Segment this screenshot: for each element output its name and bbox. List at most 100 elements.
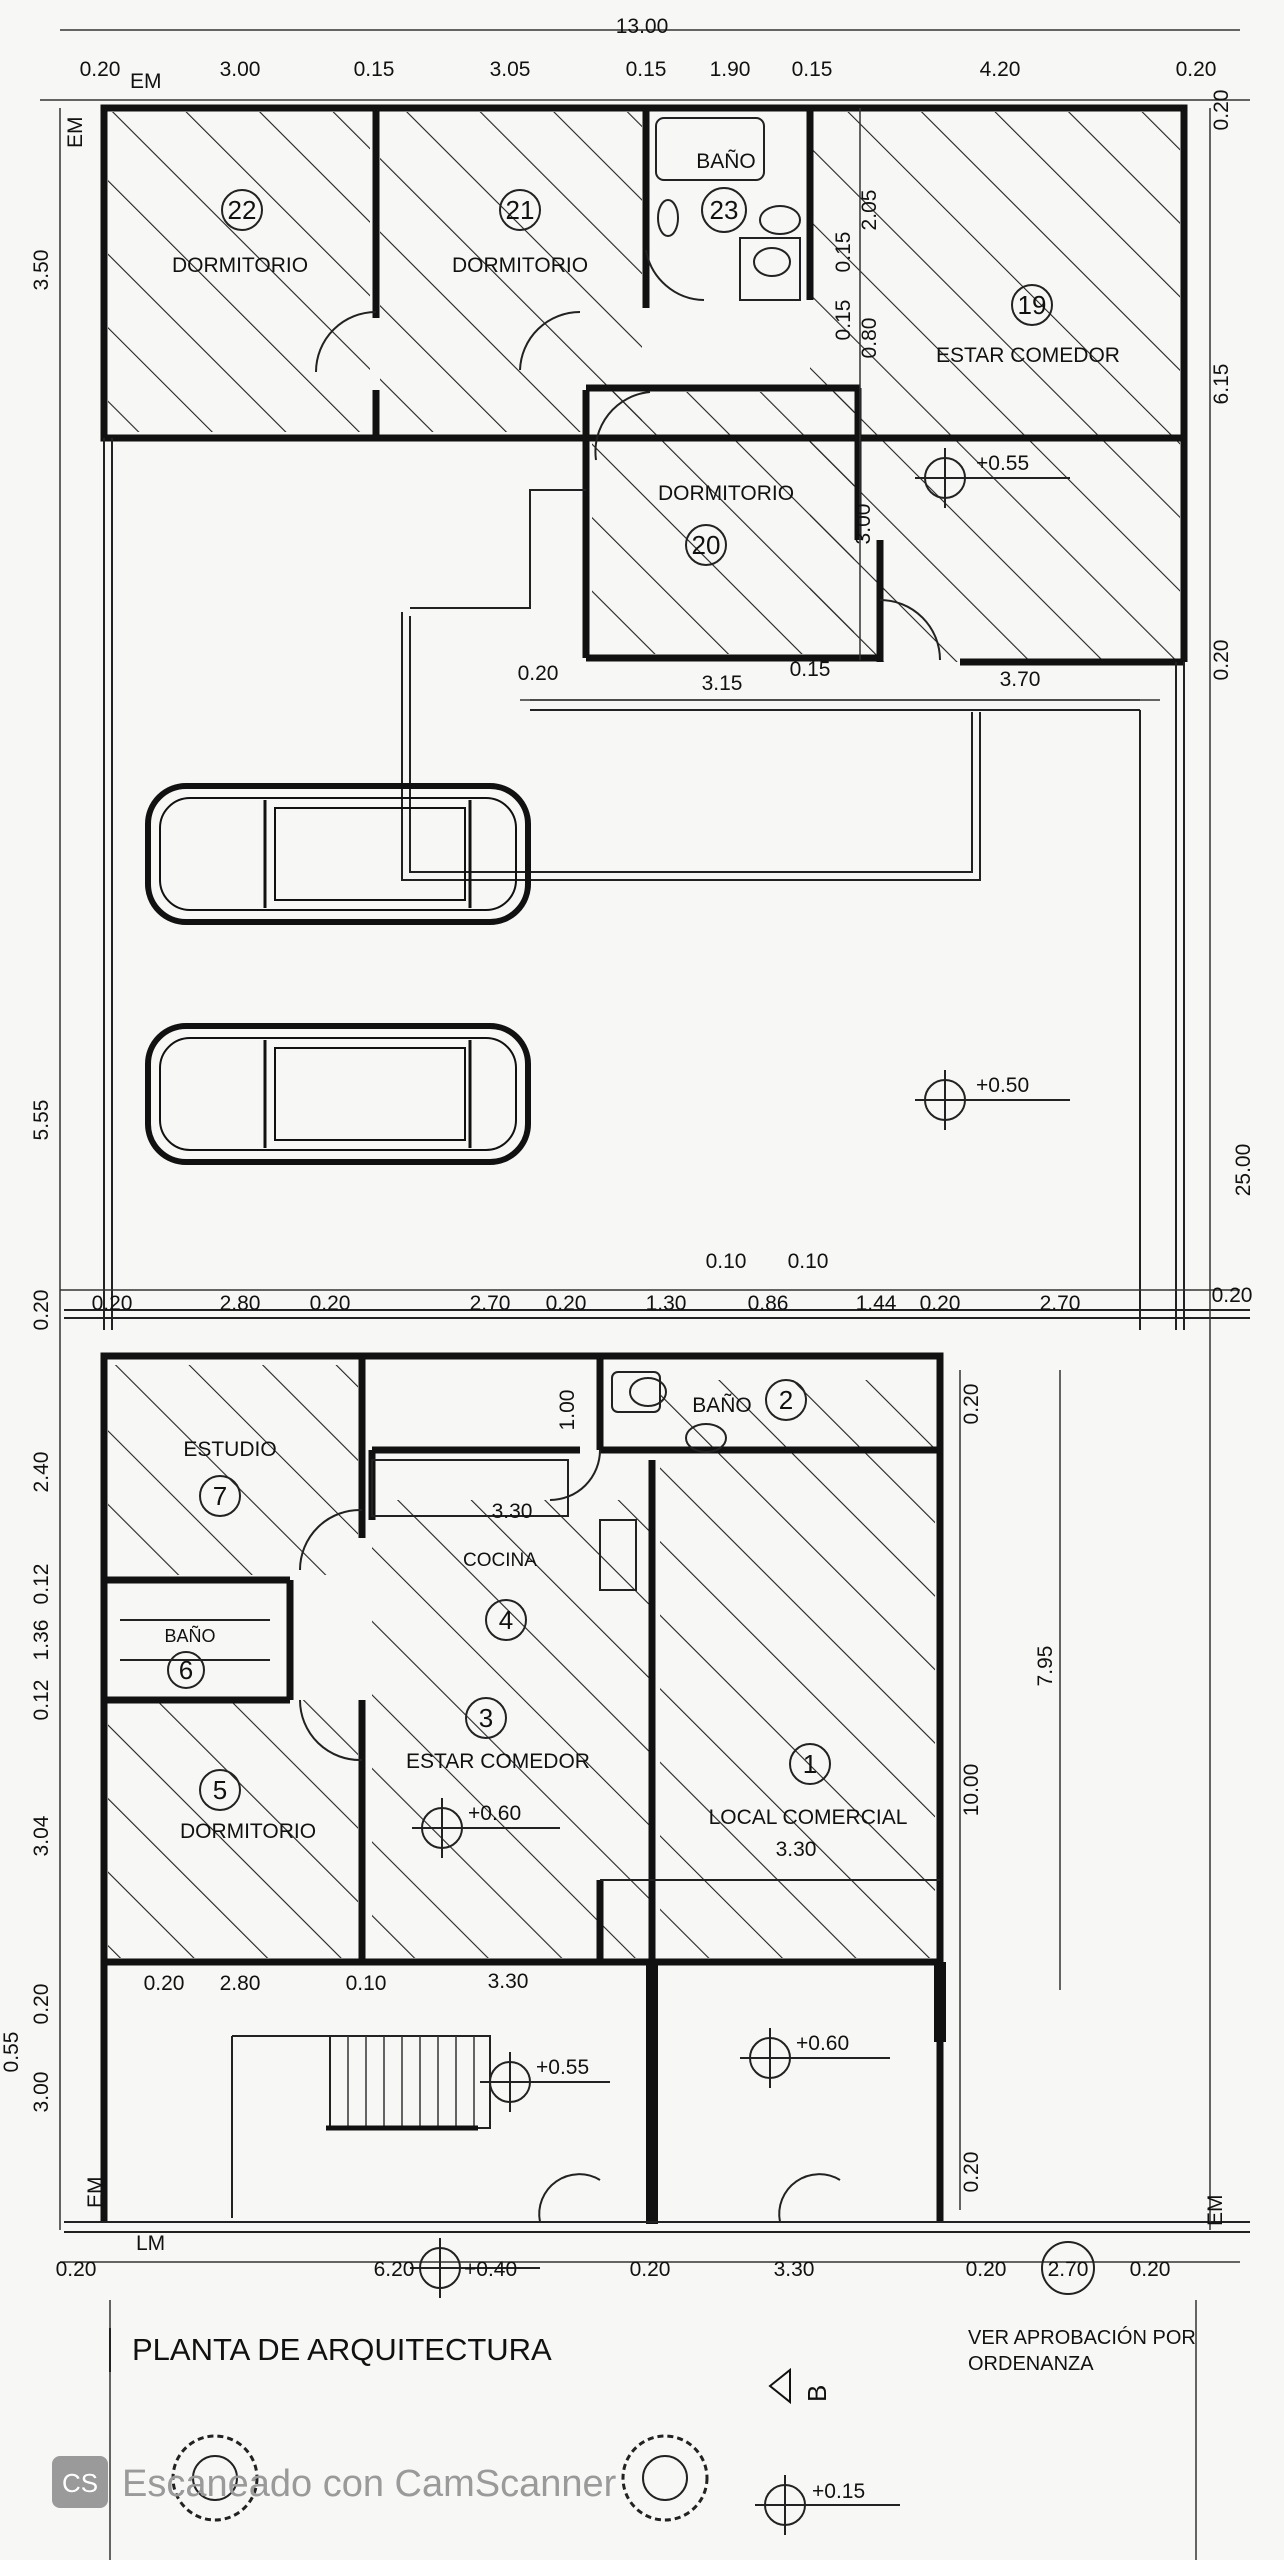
dim-l-330b: 3.30 <box>776 1838 817 1861</box>
dim-l-020r: 0.20 <box>960 1384 983 1425</box>
dim-b2: 2.80 <box>220 1972 261 1995</box>
dim-l-330a: 3.30 <box>492 1500 533 1523</box>
dim-u-015c: 0.15 <box>832 300 855 341</box>
dim-u-020: 0.20 <box>518 662 559 685</box>
level-3: +0.60 <box>468 1802 521 1825</box>
level-garage: +0.50 <box>976 1074 1029 1097</box>
dim-t3: 0.15 <box>354 58 395 81</box>
dim-m6: 1.30 <box>646 1292 687 1315</box>
dim-l-020r2: 0.20 <box>960 2152 983 2193</box>
edge-label-em-bottom-right: EM <box>1204 2195 1227 2227</box>
dim-right-2500: 25.00 <box>1232 1144 1255 1197</box>
level-marker-stair <box>480 2052 610 2112</box>
level-marker-local <box>740 2028 890 2088</box>
level-front: +0.40 <box>464 2258 517 2281</box>
dim-f4: 3.30 <box>774 2258 815 2281</box>
room-21-name: DORMITORIO <box>452 254 588 277</box>
dim-l-100: 1.00 <box>556 1390 579 1431</box>
level-marker-3 <box>412 1798 560 1858</box>
doors-front <box>299 1449 841 2223</box>
dim-left-136: 1.36 <box>30 1620 53 1661</box>
front-porch <box>64 1962 1250 2233</box>
dim-b3: 0.10 <box>346 1972 387 1995</box>
room-23-number: 23 <box>710 195 739 225</box>
dim-left-350: 3.50 <box>30 250 53 291</box>
edge-label-em-left: EM <box>64 117 87 149</box>
dim-t7: 0.15 <box>792 58 833 81</box>
level-marker-front <box>410 2238 540 2298</box>
room-number-circles <box>167 187 1095 2295</box>
dim-t5: 0.15 <box>626 58 667 81</box>
room-6-name: BAÑO <box>164 1625 215 1646</box>
dim-t8: 4.20 <box>980 58 1021 81</box>
level-marker-19 <box>915 448 1070 508</box>
dim-m8: 1.44 <box>856 1292 897 1315</box>
room-7-name: ESTUDIO <box>183 1438 276 1461</box>
approval-note-line2: ORDENANZA <box>968 2353 1094 2375</box>
dim-m-010b: 0.10 <box>788 1250 829 1273</box>
garage-outline <box>64 438 1250 1330</box>
tree-symbol-left <box>171 2434 259 2522</box>
dim-f2: 6.20 <box>374 2258 415 2281</box>
level-local: +0.60 <box>796 2032 849 2055</box>
edge-label-em-top: EM <box>130 70 162 93</box>
dimension-lines <box>40 29 1250 2560</box>
level-street: +0.15 <box>812 2480 865 2503</box>
dim-t4: 3.05 <box>490 58 531 81</box>
dim-b4: 3.30 <box>488 1970 529 1993</box>
dim-right-020a: 0.20 <box>1210 90 1233 131</box>
dim-u-015b: 0.15 <box>832 232 855 273</box>
dim-m7: 0.86 <box>748 1292 789 1315</box>
dim-f6: 2.70 <box>1048 2258 1089 2281</box>
dim-f1: 0.20 <box>56 2258 97 2281</box>
level-marker-garage <box>915 1070 1070 1130</box>
section-marker-triangle <box>768 2367 791 2405</box>
dim-left-300: 3.00 <box>30 2072 53 2113</box>
bath-fixtures-rear <box>655 117 801 301</box>
room-7-number: 7 <box>213 1481 227 1511</box>
room-19-name: ESTAR COMEDOR <box>936 344 1120 367</box>
dim-f7: 0.20 <box>1130 2258 1171 2281</box>
dim-f3: 0.20 <box>630 2258 671 2281</box>
room-3-number: 3 <box>479 1703 493 1733</box>
edge-label-em-bottom-left: EM <box>84 2177 107 2209</box>
room-5-name: DORMITORIO <box>180 1820 316 1843</box>
room-2-number: 2 <box>779 1385 793 1415</box>
room-23-name: BAÑO <box>696 149 756 173</box>
room-4-name: COCINA <box>463 1550 537 1571</box>
level-19: +0.55 <box>976 452 1029 475</box>
room-2-name: BAÑO <box>692 1393 752 1417</box>
dim-b1: 0.20 <box>144 1972 185 1995</box>
dim-t2: 3.00 <box>220 58 261 81</box>
dim-right-615: 6.15 <box>1210 364 1233 405</box>
level-marker-street <box>755 2475 900 2535</box>
doors-rear <box>315 249 941 661</box>
dim-top-total: 13.00 <box>616 15 669 38</box>
tree-symbol-right <box>621 2434 709 2522</box>
dim-right-020b: 0.20 <box>1210 640 1233 681</box>
level-markers <box>410 448 1070 2535</box>
section-marker-label: B <box>802 2385 832 2402</box>
dim-t1: 0.20 <box>80 58 121 81</box>
dim-u-300: 3.00 <box>852 504 875 545</box>
dim-left-020b: 0.20 <box>30 1984 53 2025</box>
bath-fixtures-front <box>120 1371 727 1661</box>
dim-left-012b: 0.12 <box>30 1680 53 1721</box>
room-21-number: 21 <box>506 195 535 225</box>
room-6-number: 6 <box>179 1655 193 1685</box>
dim-left-555: 5.55 <box>30 1100 53 1141</box>
drawing-title: PLANTA DE ARQUITECTURA <box>132 2332 552 2367</box>
dim-m9: 0.20 <box>920 1292 961 1315</box>
dim-m5: 0.20 <box>546 1292 587 1315</box>
room-22-number: 22 <box>228 195 257 225</box>
car-top <box>145 783 531 925</box>
dim-u-205: 2.05 <box>858 190 881 231</box>
dim-left-304: 3.04 <box>30 1815 53 1856</box>
dim-m3: 0.20 <box>310 1292 351 1315</box>
kitchen-counter <box>371 1459 637 1591</box>
camscanner-watermark: CS Escaneado con CamScanner <box>52 2456 617 2508</box>
dim-l-1000: 10.00 <box>960 1764 983 1817</box>
dim-m-010a: 0.10 <box>706 1250 747 1273</box>
room-20-name: DORMITORIO <box>658 482 794 505</box>
